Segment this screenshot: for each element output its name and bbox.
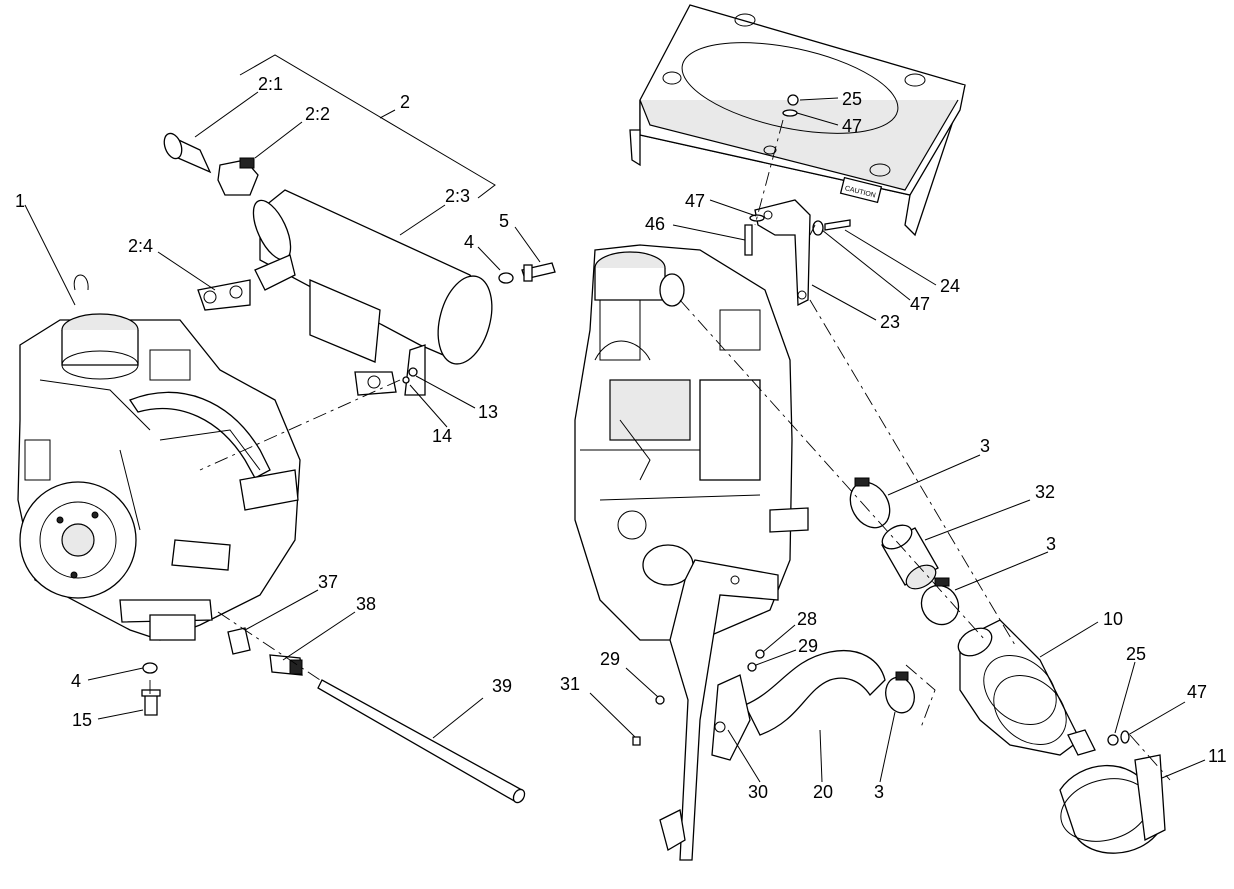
callout-47-bottom: 47 — [1187, 682, 1207, 702]
callout-11: 11 — [1208, 746, 1227, 766]
callout-2: 2 — [400, 92, 410, 112]
callout-28: 28 — [797, 609, 817, 629]
callout-14: 14 — [432, 426, 452, 446]
engine-right — [574, 244, 809, 861]
callout-24: 24 — [940, 276, 960, 296]
callout-47-mid: 47 — [685, 191, 705, 211]
callout-47-top: 47 — [842, 116, 862, 136]
callout-13: 13 — [478, 402, 498, 422]
callout-10: 10 — [1103, 609, 1123, 629]
callout-1: 1 — [15, 191, 25, 211]
muffler-assembly — [163, 132, 556, 396]
callout-5: 5 — [499, 211, 509, 231]
callout-38: 38 — [356, 594, 376, 614]
callout-2-3: 2:3 — [445, 186, 470, 206]
callout-2-2: 2:2 — [305, 104, 330, 124]
leader-lines — [24, 54, 1206, 783]
callout-3-a: 3 — [980, 436, 990, 456]
callout-29-right: 29 — [798, 636, 818, 656]
mounting-plate: CAUTION — [629, 4, 966, 237]
callout-2-4: 2:4 — [128, 236, 153, 256]
callout-4-top: 4 — [464, 232, 474, 252]
callout-20: 20 — [813, 782, 833, 802]
callout-47-right: 47 — [910, 294, 930, 314]
callout-32: 32 — [1035, 482, 1055, 502]
callout-25-top: 25 — [842, 89, 862, 109]
caution-decal — [839, 176, 883, 204]
callout-labels: 1 2 2:1 2:2 2:3 2:4 4 5 13 14 37 38 39 4… — [15, 74, 1227, 802]
callout-30: 30 — [748, 782, 768, 802]
bracket-23 — [754, 199, 811, 307]
callout-3-c: 3 — [874, 782, 884, 802]
callout-2-1: 2:1 — [258, 74, 283, 94]
hardware-top-right — [744, 94, 851, 256]
callout-25-bottom: 25 — [1126, 644, 1146, 664]
centerlines — [149, 119, 1171, 781]
callout-31: 31 — [560, 674, 580, 694]
callout-23: 23 — [880, 312, 900, 332]
callout-3-b: 3 — [1046, 534, 1056, 554]
callout-4-bottom: 4 — [71, 671, 81, 691]
engine-left — [17, 274, 526, 804]
callout-39: 39 — [492, 676, 512, 696]
callout-15: 15 — [72, 710, 92, 730]
callout-46: 46 — [645, 214, 665, 234]
callout-37: 37 — [318, 572, 338, 592]
callout-29-left: 29 — [600, 649, 620, 669]
intake-parts — [632, 477, 1166, 854]
